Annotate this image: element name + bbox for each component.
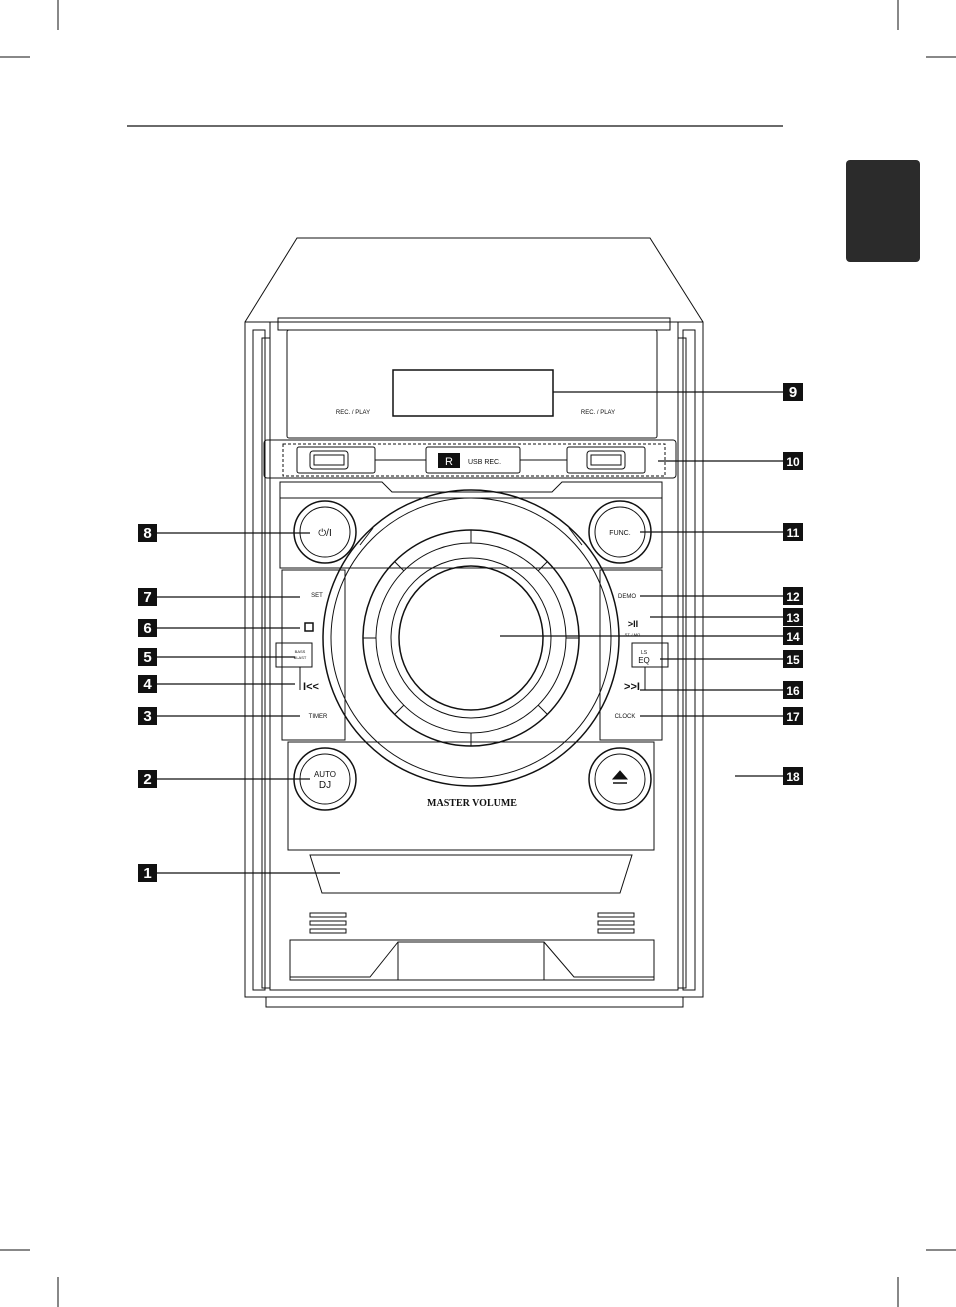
callout-11: [783, 523, 803, 541]
callout-6: [138, 619, 157, 637]
callouts: 1 2 3 4 5 6 7 8 9 10 11 12 13 14 15 16 1…: [138, 383, 803, 882]
vent-right: [597, 912, 635, 934]
svg-text:4: 4: [143, 676, 152, 693]
callout-12: [783, 587, 803, 605]
set-button-label: SET: [311, 593, 323, 599]
callout-4: [138, 675, 157, 693]
callout-10: [783, 452, 803, 470]
svg-text:10: 10: [786, 455, 800, 469]
rec-play-left-label: REC. / PLAY: [336, 410, 370, 416]
master-volume-outer: [322, 489, 620, 787]
svg-text:15: 15: [786, 653, 800, 667]
rec-play-right-label: REC. / PLAY: [581, 410, 615, 416]
usb-port-left: [309, 450, 349, 470]
power-button-label: ⏻/I: [318, 528, 331, 539]
dj-label: DJ: [319, 780, 331, 791]
blast-label: BLAST: [294, 655, 307, 660]
svg-text:14: 14: [786, 630, 800, 644]
cd-tray: [309, 854, 633, 894]
svg-text:17: 17: [786, 710, 800, 724]
usb-rec-label: USB REC.: [468, 459, 501, 466]
eject-icon: [611, 770, 629, 780]
svg-text:16: 16: [786, 684, 800, 698]
svg-text:1: 1: [143, 865, 151, 882]
svg-text:13: 13: [786, 611, 800, 625]
bass-label: BASS: [295, 649, 306, 654]
svg-text:5: 5: [143, 649, 151, 666]
demo-button-label: DEMO: [618, 594, 636, 600]
svg-text:3: 3: [143, 708, 151, 725]
callout-3: [138, 707, 157, 725]
svg-text:6: 6: [143, 620, 151, 637]
callout-7: [138, 588, 157, 606]
chapter-tab: [846, 160, 920, 262]
skip-forward-label: >>I: [624, 681, 640, 693]
display-window: [392, 369, 554, 417]
callout-9: [783, 383, 803, 401]
callout-17: [783, 707, 803, 725]
func-button-label: FUNC.: [609, 530, 630, 537]
callout-1: [138, 864, 157, 882]
callout-16: [783, 681, 803, 699]
svg-text:18: 18: [786, 770, 800, 784]
auto-label: AUTO: [314, 770, 336, 779]
r-badge: [438, 453, 460, 468]
eq-label: EQ: [638, 656, 650, 665]
callout-2: [138, 770, 157, 788]
svg-text:8: 8: [143, 525, 151, 542]
master-volume-label: MASTER VOLUME: [427, 798, 517, 809]
play-pause-label: >II: [628, 619, 638, 629]
usb-port-right: [586, 450, 626, 470]
svg-text:9: 9: [789, 384, 797, 401]
master-volume-knob: [398, 565, 544, 711]
svg-text:R: R: [445, 456, 453, 468]
svg-text:11: 11: [787, 526, 800, 540]
skip-back-label: I<<: [303, 681, 319, 693]
vent-left: [309, 912, 347, 934]
power-button-ring: [293, 500, 357, 564]
timer-button-label: TIMER: [309, 714, 328, 720]
st-mo-label: ST. / MO.: [625, 632, 642, 637]
callout-15: [783, 650, 803, 668]
callout-8: [138, 524, 157, 542]
stop-icon: [304, 622, 314, 632]
ls-label: LS: [641, 650, 648, 656]
svg-text:12: 12: [786, 590, 800, 604]
clock-button-label: CLOCK: [615, 714, 636, 720]
callout-14: [783, 627, 803, 645]
callout-5: [138, 648, 157, 666]
svg-text:7: 7: [143, 589, 151, 606]
callout-13: [783, 608, 803, 626]
svg-text:2: 2: [143, 771, 151, 788]
callout-18: [783, 767, 803, 785]
